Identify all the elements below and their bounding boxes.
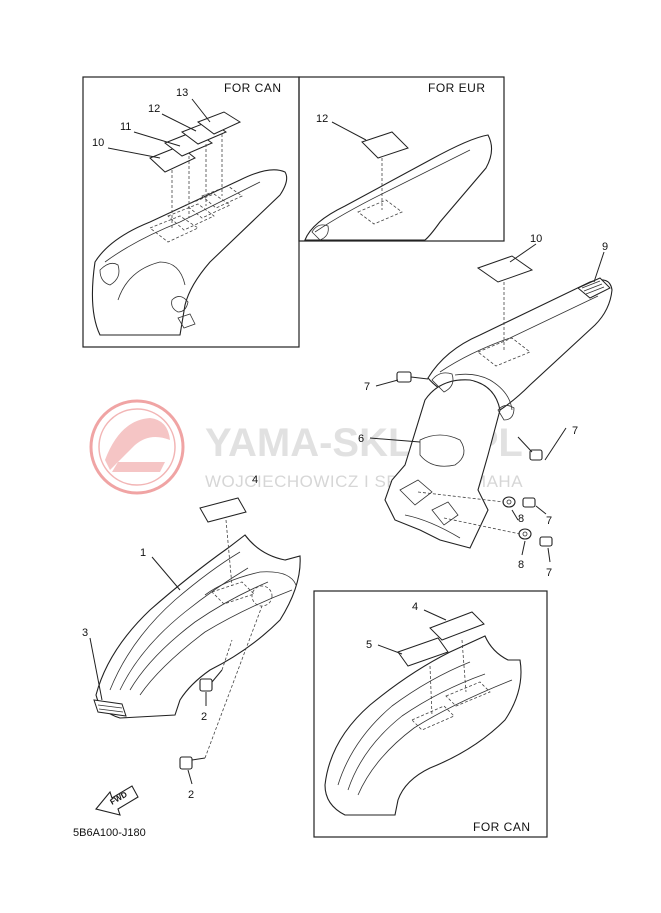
callout-2: 2	[188, 789, 194, 801]
watermark-logo-icon	[89, 399, 185, 495]
inset-label: FOR CAN	[224, 81, 282, 95]
callout-11: 11	[120, 121, 131, 133]
decal-5	[397, 637, 449, 667]
washer-8	[518, 528, 532, 540]
callout-6: 6	[358, 433, 364, 445]
fwd-arrow-icon: FWD	[95, 785, 139, 816]
callout-5: 5	[366, 639, 372, 651]
callout-12: 12	[316, 113, 328, 125]
callout-7: 7	[546, 515, 552, 527]
inset-frame	[298, 76, 505, 242]
bolt-2	[179, 756, 206, 770]
front-fender	[95, 534, 301, 719]
callout-12: 12	[148, 103, 160, 115]
inset-label: FOR EUR	[428, 81, 486, 95]
callout-3: 3	[82, 627, 88, 639]
decal-9	[577, 277, 611, 299]
callout-8: 8	[518, 559, 524, 571]
callout-2: 2	[201, 711, 207, 723]
callout-10: 10	[92, 137, 104, 149]
bolt-2	[199, 669, 223, 692]
callout-1: 1	[140, 547, 146, 559]
callout-numbers: 13 12 11 10 12 10 9 7 6 7 8 7 8 7 4 1 3 …	[82, 87, 608, 801]
decal-12	[361, 131, 409, 159]
callout-10: 10	[530, 233, 542, 245]
callout-4: 4	[412, 601, 418, 613]
bolt-7	[517, 436, 543, 461]
inset-frame	[313, 590, 548, 838]
callout-13: 13	[176, 87, 188, 99]
callout-9: 9	[602, 241, 608, 253]
callout-8: 8	[518, 513, 524, 525]
bolt-7	[396, 371, 429, 383]
front-fender-assembly	[89, 497, 301, 785]
callout-7: 7	[572, 425, 578, 437]
callout-7: 7	[546, 567, 552, 579]
inset-for-eur: FOR EUR	[298, 76, 505, 242]
diagram-code: 5B6A100-J180	[73, 827, 146, 839]
inset-for-can-top: FOR CAN	[82, 76, 300, 348]
rear-fender-sketch	[91, 169, 288, 336]
decal-4	[429, 611, 485, 641]
decal-10	[476, 255, 534, 283]
washer-8	[502, 496, 516, 508]
bolt-7	[522, 497, 536, 508]
callout-4: 4	[252, 474, 258, 486]
decal-3	[93, 699, 127, 717]
rear-fender-assembly	[369, 243, 613, 563]
decal-4	[199, 497, 247, 523]
inset-label: FOR CAN	[473, 820, 531, 834]
bolt-7	[539, 536, 553, 547]
inset-for-can-bottom: FOR CAN	[313, 590, 548, 838]
callout-7: 7	[364, 381, 370, 393]
inner-fender-6	[384, 379, 501, 549]
